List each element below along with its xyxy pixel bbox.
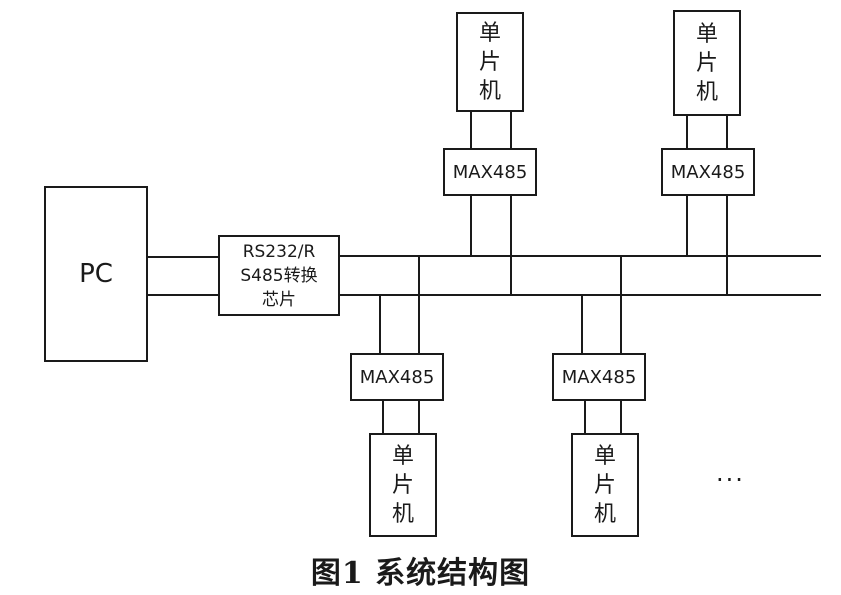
node-top1-stub-a	[470, 196, 472, 256]
mcu-char: 机	[593, 501, 616, 527]
mcu-char: 单	[593, 443, 616, 469]
max485-label: MAX485	[561, 366, 637, 388]
pc-box: PC	[44, 186, 148, 362]
mcu-char: 单	[478, 20, 501, 46]
node-bottom2-link-a	[584, 401, 586, 433]
max485-box-bottom2: MAX485	[552, 353, 646, 401]
mcu-char: 单	[695, 21, 718, 47]
node-top2-stub-a	[686, 196, 688, 256]
node-bottom1-stub-b	[418, 255, 420, 353]
figure-caption: 图1 系统结构图	[310, 556, 531, 591]
mcu-char: 片	[478, 49, 501, 75]
pc-link-line-b	[148, 294, 218, 296]
mcu-box-bottom1: 单 片 机	[369, 433, 437, 537]
mcu-box-bottom2: 单 片 机	[571, 433, 639, 537]
mcu-char: 单	[391, 443, 414, 469]
bus-line-b	[340, 294, 821, 296]
mcu-box-top1: 单 片 机	[456, 12, 524, 112]
max485-box-top2: MAX485	[661, 148, 755, 196]
rs232-rs485-converter-box: RS232/R S485转换 芯片	[218, 235, 340, 316]
bus-line-a	[340, 255, 821, 257]
node-bottom1-stub-a	[379, 294, 381, 353]
mcu-char: 片	[391, 472, 414, 498]
mcu-char: 片	[593, 472, 616, 498]
max485-box-top1: MAX485	[443, 148, 537, 196]
node-bottom1-link-a	[382, 401, 384, 433]
pc-link-line-a	[148, 256, 218, 258]
converter-label-line1: RS232/R	[242, 241, 316, 262]
node-top2-link-b	[726, 116, 728, 148]
max485-label: MAX485	[670, 161, 746, 183]
mcu-char: 片	[695, 50, 718, 76]
node-top1-link-b	[510, 112, 512, 148]
node-bottom2-stub-b	[620, 255, 622, 353]
mcu-box-top2: 单 片 机	[673, 10, 741, 116]
node-top1-link-a	[470, 112, 472, 148]
node-bottom2-stub-a	[581, 294, 583, 353]
converter-label-line2: S485转换	[240, 265, 318, 286]
pc-label: PC	[79, 259, 113, 289]
converter-label-line3: 芯片	[262, 289, 296, 310]
max485-label: MAX485	[452, 161, 528, 183]
node-top1-stub-b	[510, 196, 512, 295]
node-bottom1-link-b	[418, 401, 420, 433]
mcu-char: 机	[478, 78, 501, 104]
node-top2-stub-b	[726, 196, 728, 295]
max485-label: MAX485	[359, 366, 435, 388]
max485-box-bottom1: MAX485	[350, 353, 444, 401]
mcu-char: 机	[695, 79, 718, 105]
node-top2-link-a	[686, 116, 688, 148]
mcu-char: 机	[391, 501, 414, 527]
more-nodes-ellipsis: ···	[716, 466, 745, 494]
node-bottom2-link-b	[620, 401, 622, 433]
